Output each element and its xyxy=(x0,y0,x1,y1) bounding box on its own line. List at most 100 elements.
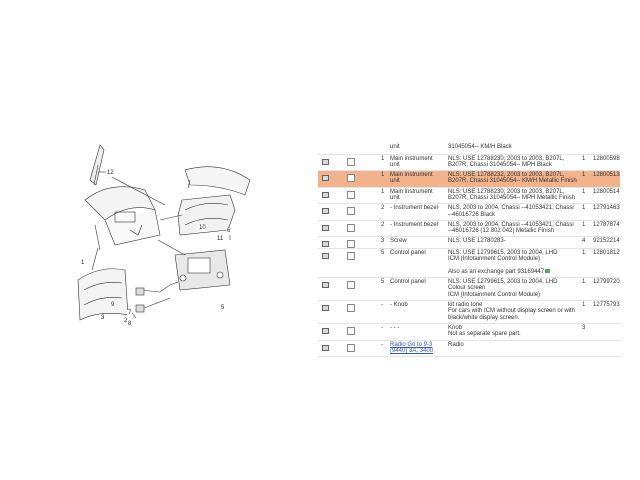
info-icon[interactable] xyxy=(321,158,329,165)
position-number: 3 xyxy=(381,238,385,245)
part-note-text: black/white display screen. xyxy=(448,314,520,321)
part-note-text: ICM (Infotainment Control Module) xyxy=(448,256,541,263)
part-note-text: For cars with ICM without display screen… xyxy=(448,308,576,315)
part-description: - Instrument bezel xyxy=(390,222,438,228)
diagram-label-3: 3 xyxy=(100,315,106,322)
part-note-line: Knob xyxy=(448,325,521,331)
row-checkbox[interactable] xyxy=(347,174,355,183)
part-note-line: NLS: USE 12799615, 2003 to 2004, LHD xyxy=(448,279,557,285)
quantity: 1 xyxy=(582,155,586,162)
part-description-line: unit xyxy=(390,178,400,185)
part-number: 12800514 xyxy=(593,188,620,195)
position-number: 1 xyxy=(381,188,385,195)
part-number: 12775793 xyxy=(593,302,620,309)
info-icon[interactable] xyxy=(321,344,329,351)
part-note-line: B207R, Chassi 31045054-- MPH Metallic Fi… xyxy=(448,195,575,201)
part-note-line: ICM (Infotainment Control Module) xyxy=(448,292,557,298)
part-number: 12800513 xyxy=(593,172,620,179)
part-note-text: NLS, 2003 to 2004, Chassi --41053421, Ch… xyxy=(448,205,574,212)
quantity: 1 xyxy=(582,249,586,256)
position-number: 1 xyxy=(381,172,385,179)
info-icon[interactable] xyxy=(321,327,329,334)
position-number: - xyxy=(381,324,383,331)
part-link-line[interactable]: (9440) 3A, 3400 xyxy=(390,347,434,354)
part-note-line: kit radio tone xyxy=(448,302,575,308)
part-description-line: Control panel xyxy=(390,249,426,256)
part-note-line: NLS: USE 12799615, 2003 to 2004, LHD xyxy=(448,250,557,256)
position-number: 2 xyxy=(381,221,385,228)
info-icon[interactable] xyxy=(321,252,329,259)
part-note-line: ICM (Infotainment Control Module) xyxy=(448,256,557,262)
part-description-line: - Instrument bezel xyxy=(390,205,439,212)
part-note-text: Also as an exchange part 93169447 xyxy=(448,268,545,275)
info-icon[interactable] xyxy=(321,240,329,248)
quantity: 1 xyxy=(582,279,586,286)
part-description-line: - Instrument bezel xyxy=(390,221,439,228)
part-note-line: --46016726 Black xyxy=(448,212,574,218)
part-description-line: Main instrument xyxy=(390,188,433,195)
part-note-text: Radio xyxy=(448,341,464,348)
info-icon[interactable] xyxy=(321,304,329,312)
diagram-label-1: 1 xyxy=(80,260,86,267)
part-number: 12799720 xyxy=(593,279,620,286)
row-checkbox[interactable] xyxy=(347,326,355,335)
diagram-label-10: 10 xyxy=(198,225,207,232)
row-checkbox[interactable] xyxy=(347,281,355,290)
part-note: Radio xyxy=(448,342,464,348)
info-icon[interactable] xyxy=(321,224,329,231)
part-note: NLS: USE 12788230, 2003 to 2003, B207L,B… xyxy=(448,189,575,202)
row-checkbox[interactable] xyxy=(347,190,355,199)
part-description: Control panel xyxy=(390,250,426,256)
part-note: NLS, 2003 to 2004, Chassi --41053421, Ch… xyxy=(448,205,574,218)
part-number: 12801812 xyxy=(593,249,620,256)
part-note-line: Radio xyxy=(448,342,464,348)
quantity: 1 xyxy=(582,221,586,228)
part-note-text: NLS: USE 12799615, 2003 to 2004, LHD xyxy=(448,249,558,256)
part-note-text: B207R, Chassi 31045054-- MPH Metallic Fi… xyxy=(448,194,576,201)
part-description-line: unit xyxy=(390,161,400,168)
info-icon[interactable] xyxy=(321,281,329,289)
row-checkbox[interactable] xyxy=(347,157,355,166)
part-description[interactable]: Radio Go to 9-3(9440) 3A, 3400 xyxy=(390,342,433,355)
part-number: 12800598 xyxy=(593,155,620,162)
info-icon[interactable] xyxy=(321,174,329,182)
part-description: - Knob xyxy=(390,302,408,308)
part-link-line[interactable]: Radio Go to 9-3 xyxy=(390,341,433,348)
row-checkbox[interactable] xyxy=(347,304,355,313)
row-checkbox[interactable] xyxy=(347,343,355,352)
diagram-label-6: 6 xyxy=(226,228,232,235)
part-note-line: B207R, Chassi 31045054-- MPH Black xyxy=(448,162,564,168)
part-description-line: unit xyxy=(390,194,400,201)
part-description-line: Control panel xyxy=(390,279,426,286)
exchange-part-icon[interactable] xyxy=(545,269,551,274)
info-icon[interactable] xyxy=(321,191,329,198)
row-checkbox[interactable] xyxy=(347,240,355,249)
row-checkbox[interactable] xyxy=(347,251,355,260)
diagram-label-12: 12 xyxy=(106,170,115,177)
part-description-line: - - - xyxy=(390,324,400,331)
part-description-line: Main instrument xyxy=(390,155,433,162)
part-description: - - - xyxy=(390,325,399,331)
row-checkbox[interactable] xyxy=(347,223,355,232)
row-checkbox[interactable] xyxy=(347,207,355,216)
part-note-line: NLS: USE 12788230, 2003 to 2003, B207L, xyxy=(448,156,564,162)
info-icon[interactable] xyxy=(321,207,329,215)
diagram-label-11: 11 xyxy=(216,236,225,243)
part-note-text: kit radio tone xyxy=(448,302,483,309)
